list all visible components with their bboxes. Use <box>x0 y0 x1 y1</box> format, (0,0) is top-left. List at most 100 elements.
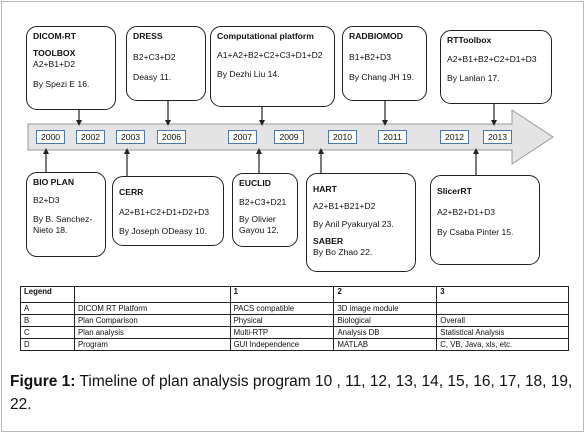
card-line: B2+C3+D2 <box>133 52 176 62</box>
legend-row: B Plan Comparison Physical Biological Ov… <box>20 314 569 327</box>
connector-dicom-head <box>76 120 82 126</box>
legend-cell: Program <box>73 338 231 351</box>
legend-header-cell: Legend <box>20 286 75 303</box>
card-line: TOOLBOX <box>33 48 76 58</box>
card-line: A2+B2+D1+D3 <box>437 207 496 217</box>
legend-header-cell: 2 <box>333 286 438 303</box>
card-title: SlicerRT <box>437 186 472 196</box>
legend-cell: GUI Independence <box>229 338 335 351</box>
card-cerr: CERR A2+B1+C2+D1+D2+D3 By Joseph ODeasy … <box>112 176 224 246</box>
card-rttoolbox: RTToolbox A2+B1+B2+C2+D1+D3 By Lanlan 17… <box>440 30 552 104</box>
legend-cell: 3D image module <box>333 302 438 315</box>
card-line: B1+B2+D3 <box>349 52 392 62</box>
card-computational-platform: Computational platform A1+A2+B2+C2+C3+D1… <box>210 26 335 107</box>
connector-euclid-head <box>256 148 262 154</box>
year-box-2000: 2000 <box>36 130 65 144</box>
year-box-2006: 2006 <box>157 130 186 144</box>
card-line: B2+D3 <box>33 195 60 205</box>
legend-cell: A <box>20 302 75 315</box>
card-title: Computational platform <box>217 31 314 41</box>
legend-row: D Program GUI Independence MATLAB C, VB,… <box>20 338 569 351</box>
card-dicom-rt: DICOM-RT TOOLBOX A2+B1+D2 By Spezi E 16. <box>26 26 116 110</box>
legend-header-row: Legend 1 2 3 <box>20 286 569 303</box>
card-radbiomod: RADBIOMOD B1+B2+D3 By Chang JH 19. <box>342 26 427 101</box>
card-line: By Anil Pyakuryal 23. <box>313 219 394 229</box>
card-dress: DRESS B2+C3+D2 Deasy 11. <box>126 26 206 101</box>
legend-cell: C <box>20 326 75 339</box>
figure-caption: Figure 1: Timeline of plan analysis prog… <box>10 370 580 416</box>
card-line: A1+A2+B2+C2+C3+D1+D2 <box>217 50 323 60</box>
legend-cell: Analysis DB <box>333 326 438 339</box>
connector-comp-head <box>259 120 265 126</box>
card-title: CERR <box>119 187 144 197</box>
connector-rttoolbox-head <box>491 120 497 126</box>
card-title: RTToolbox <box>447 35 492 45</box>
legend-cell: Biological <box>333 314 438 327</box>
legend-row: C Plan analysis Multi-RTP Analysis DB St… <box>20 326 569 339</box>
year-box-2002: 2002 <box>76 130 105 144</box>
card-line: A2+B1+B2+C2+D1+D3 <box>447 54 537 64</box>
card-line: A2+B1+C2+D1+D2+D3 <box>119 207 210 217</box>
legend-cell: Multi-RTP <box>229 326 335 339</box>
legend-cell: C, VB, Java, xls, etc. <box>436 338 569 351</box>
connector-cerr-head <box>124 148 130 154</box>
legend-row: A DICOM RT Platform PACS compatible 3D i… <box>20 302 569 315</box>
caption-text: Timeline of plan analysis program 10 , 1… <box>10 373 573 413</box>
card-line: By Dezhi Liu 14. <box>217 69 280 79</box>
card-title: BIO PLAN <box>33 177 75 187</box>
card-euclid: EUCLID B2+C3+D21 By Olivier Gayou 12. <box>232 173 298 247</box>
card-line: By B. Sanchez- <box>33 214 93 224</box>
legend-cell <box>436 302 569 315</box>
legend-header-cell: 1 <box>229 286 335 303</box>
connector-dress-head <box>165 120 171 126</box>
caption-label: Figure 1: <box>10 373 76 390</box>
card-slicerrt: SlicerRT A2+B2+D1+D3 By Csaba Pinter 15. <box>430 175 540 265</box>
year-box-2009: 2009 <box>274 130 304 144</box>
card-line: Nieto 18. <box>33 225 68 235</box>
card-line: By Lanlan 17. <box>447 73 500 83</box>
card-line: Gayou 12. <box>239 225 279 235</box>
card-bio-plan: BIO PLAN B2+D3 By B. Sanchez- Nieto 18. <box>26 172 106 257</box>
connector-bioplan-head <box>43 148 49 154</box>
year-box-2012: 2012 <box>440 130 469 144</box>
year-box-2011: 2011 <box>378 130 407 144</box>
legend-cell: Statistical Analysis <box>436 326 569 339</box>
connector-hart-head <box>318 148 324 154</box>
legend-table: Legend 1 2 3 A DICOM RT Platform PACS co… <box>20 286 569 351</box>
legend-cell: Overall <box>436 314 569 327</box>
card-line: By Joseph ODeasy 10. <box>119 226 207 236</box>
legend-cell: Physical <box>229 314 335 327</box>
card-line: By Bo Zhao 22. <box>313 247 373 257</box>
legend-cell: DICOM RT Platform <box>73 302 231 315</box>
legend-cell: PACS compatible <box>229 302 335 315</box>
year-box-2007: 2007 <box>228 130 257 144</box>
legend-header-cell <box>73 286 231 303</box>
legend-cell: Plan Comparison <box>73 314 231 327</box>
connector-slicerrt-head <box>473 148 479 154</box>
card-line: Deasy 11. <box>133 72 172 82</box>
year-box-2013: 2013 <box>483 130 512 144</box>
legend-cell: MATLAB <box>333 338 438 351</box>
card-title: HART <box>313 184 337 194</box>
card-title: RADBIOMOD <box>349 31 403 41</box>
card-line: By Spezi E 16. <box>33 79 90 89</box>
card-hart: HART A2+B1+B21+D2 By Anil Pyakuryal 23. … <box>306 173 416 272</box>
legend-header-cell: 3 <box>436 286 569 303</box>
legend-cell: D <box>20 338 75 351</box>
card-line: By Chang JH 19. <box>349 72 414 82</box>
connector-radbiomod-head <box>382 120 388 126</box>
card-line: By Csaba Pinter 15. <box>437 227 514 237</box>
legend-cell: B <box>20 314 75 327</box>
card-title: EUCLID <box>239 178 271 188</box>
card-line: SABER <box>313 236 344 246</box>
card-title: DICOM-RT <box>33 31 76 41</box>
card-title: DRESS <box>133 31 163 41</box>
legend-cell: Plan analysis <box>73 326 231 339</box>
year-box-2010: 2010 <box>328 130 357 144</box>
card-line: By Olivier <box>239 214 276 224</box>
card-line: B2+C3+D21 <box>239 197 287 207</box>
card-line: A2+B1+B21+D2 <box>313 201 376 211</box>
card-line: A2+B1+D2 <box>33 59 76 69</box>
year-box-2003: 2003 <box>116 130 145 144</box>
